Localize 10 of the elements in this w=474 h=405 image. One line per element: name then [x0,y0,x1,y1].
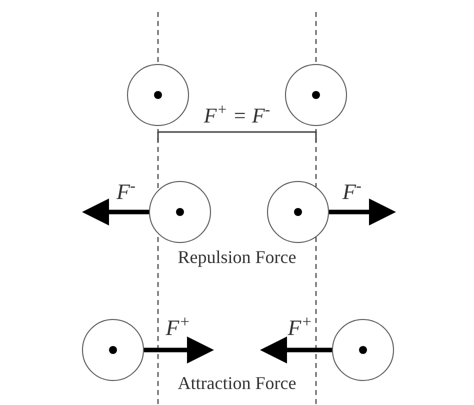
force-label: F$^{-}$ [342,181,362,203]
force-label: F$^{-}$ [116,181,136,203]
force-arrow [260,336,332,364]
force-arrow [82,198,149,226]
caption-text: Repulsion Force [176,248,298,266]
force-label: F$^{+}$ [166,317,190,339]
caption-text: Attraction Force [176,374,298,392]
force-label: F$^{+}$ [288,317,312,339]
force-arrow [329,198,396,226]
force-arrow [144,336,214,364]
